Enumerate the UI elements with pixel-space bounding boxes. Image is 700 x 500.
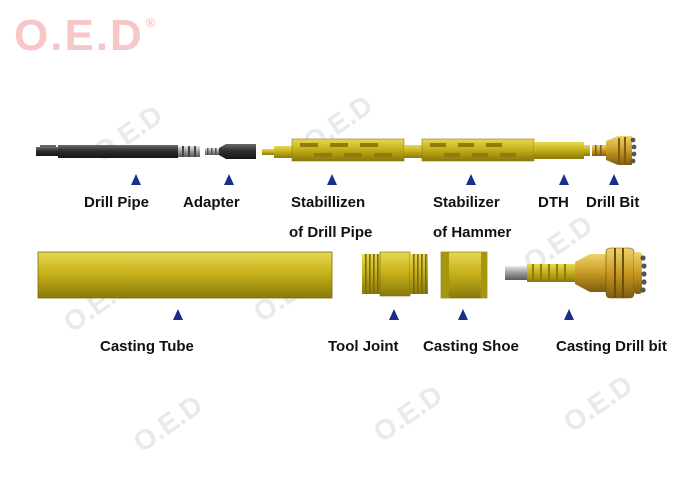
label-drill-pipe-stabilizer-line1: Stabillizen — [291, 194, 366, 211]
casting-drill-bit-shape — [505, 247, 647, 299]
arrow-up-icon — [173, 309, 183, 320]
drill-pipe-stabilizer-shape — [262, 138, 422, 162]
label-casting-shoe: Casting Shoe — [423, 338, 519, 355]
registered-mark: ® — [145, 15, 158, 30]
dth-hammer-shape — [534, 142, 590, 159]
brand-logo-text: O.E.D — [14, 11, 144, 60]
label-adapter: Adapter — [183, 194, 240, 211]
drill-pipe-shape — [36, 145, 200, 158]
arrow-up-icon — [559, 174, 569, 185]
arrow-up-icon — [466, 174, 476, 185]
label-hammer-stabilizer-line2: of Hammer — [433, 224, 512, 241]
label-drill-pipe-stabilizer-line2: of Drill Pipe — [289, 224, 373, 241]
casting-shoe-shape — [440, 251, 488, 299]
adapter-shape — [205, 144, 256, 159]
tool-joint-shape — [362, 251, 428, 297]
label-casting-tube: Casting Tube — [100, 338, 194, 355]
hammer-stabilizer-shape — [421, 138, 535, 162]
label-dth: DTH — [538, 194, 569, 211]
label-hammer-stabilizer-line1: Stabilizer — [433, 194, 500, 211]
label-drill-bit: Drill Bit — [586, 194, 640, 211]
label-drill-pipe: Drill Pipe — [84, 194, 150, 211]
arrow-up-icon — [389, 309, 399, 320]
arrow-up-icon — [131, 174, 141, 185]
arrow-up-icon — [224, 174, 234, 185]
arrow-up-icon — [564, 309, 574, 320]
label-casting-drill-bit: Casting Drill bit — [556, 338, 667, 355]
arrow-up-icon — [458, 309, 468, 320]
arrow-up-icon — [609, 174, 619, 185]
brand-logo: O.E.D® — [14, 14, 157, 58]
label-tool-joint: Tool Joint — [328, 338, 399, 355]
casting-tube-shape — [37, 251, 333, 299]
arrow-up-icon — [327, 174, 337, 185]
drill-bit-shape — [592, 136, 637, 165]
